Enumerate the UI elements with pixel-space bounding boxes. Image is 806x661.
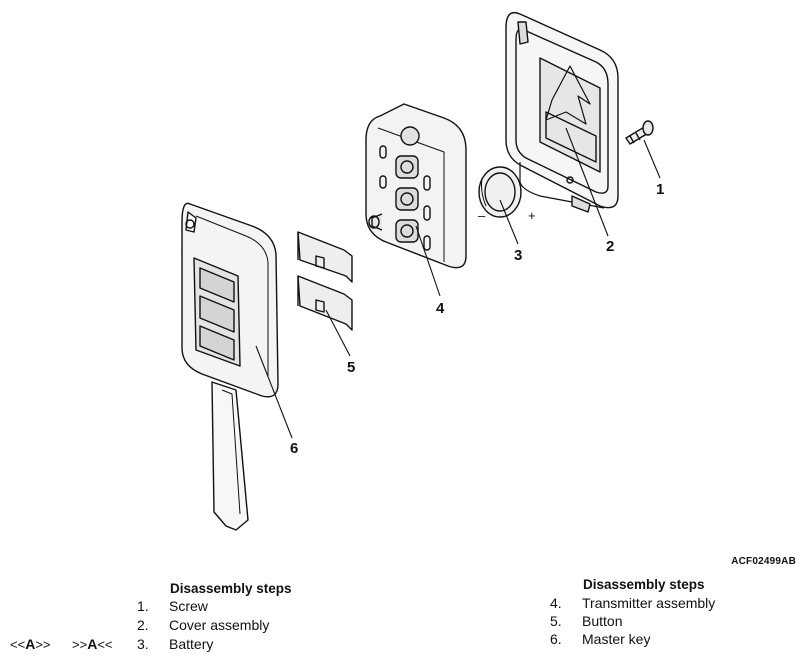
step-item: 6. Master key bbox=[550, 631, 650, 649]
callout-5-label: 5 bbox=[347, 359, 356, 376]
battery-part bbox=[478, 166, 522, 218]
step-number: 3. bbox=[137, 636, 149, 652]
master-key-part bbox=[181, 202, 279, 531]
step-label: Battery bbox=[169, 636, 214, 652]
step-number: 5. bbox=[550, 613, 562, 629]
screw-part bbox=[625, 120, 654, 145]
step-label: Master key bbox=[582, 631, 651, 647]
ref-letter: A bbox=[87, 636, 98, 652]
left-steps-title: Disassembly steps bbox=[170, 581, 292, 596]
step-item: 2. Cover assembly bbox=[137, 617, 269, 635]
callout-1-label: 1 bbox=[656, 181, 665, 198]
ref-bracket: >> bbox=[72, 637, 88, 652]
ref-bracket: << bbox=[97, 637, 113, 652]
step-number: 4. bbox=[550, 595, 562, 611]
figure-code: ACF02499AB bbox=[731, 556, 796, 567]
step-label: Screw bbox=[169, 598, 208, 614]
step-label: Button bbox=[582, 613, 623, 629]
step-item: 4. Transmitter assembly bbox=[550, 595, 715, 613]
button-part bbox=[297, 231, 353, 331]
battery-plus-label: + bbox=[528, 208, 536, 223]
step-number: 1. bbox=[137, 598, 149, 614]
step-label: Cover assembly bbox=[169, 617, 270, 633]
leader-lines bbox=[255, 127, 661, 439]
removal-service-point-ref: <<A>> bbox=[10, 636, 51, 652]
ref-letter: A bbox=[25, 636, 36, 652]
cover-assembly-part bbox=[505, 11, 619, 213]
ref-bracket: >> bbox=[35, 637, 51, 652]
step-item: 5. Button bbox=[550, 613, 622, 631]
step-item: 3. Battery bbox=[137, 636, 213, 654]
callout-6-label: 6 bbox=[290, 440, 299, 457]
step-number: 2. bbox=[137, 617, 149, 633]
step-number: 6. bbox=[550, 631, 562, 647]
ref-bracket: << bbox=[10, 637, 26, 652]
battery-minus-label: – bbox=[478, 208, 486, 223]
right-steps-title: Disassembly steps bbox=[583, 577, 705, 592]
step-label: Transmitter assembly bbox=[582, 595, 716, 611]
installation-service-point-ref: >>A<< bbox=[72, 636, 113, 652]
exploded-view-diagram bbox=[181, 11, 661, 531]
callout-2-label: 2 bbox=[606, 238, 615, 255]
callout-4-label: 4 bbox=[436, 300, 445, 317]
callout-3-label: 3 bbox=[514, 247, 523, 264]
step-item: 1. Screw bbox=[137, 598, 208, 616]
transmitter-assembly-part bbox=[365, 103, 467, 269]
